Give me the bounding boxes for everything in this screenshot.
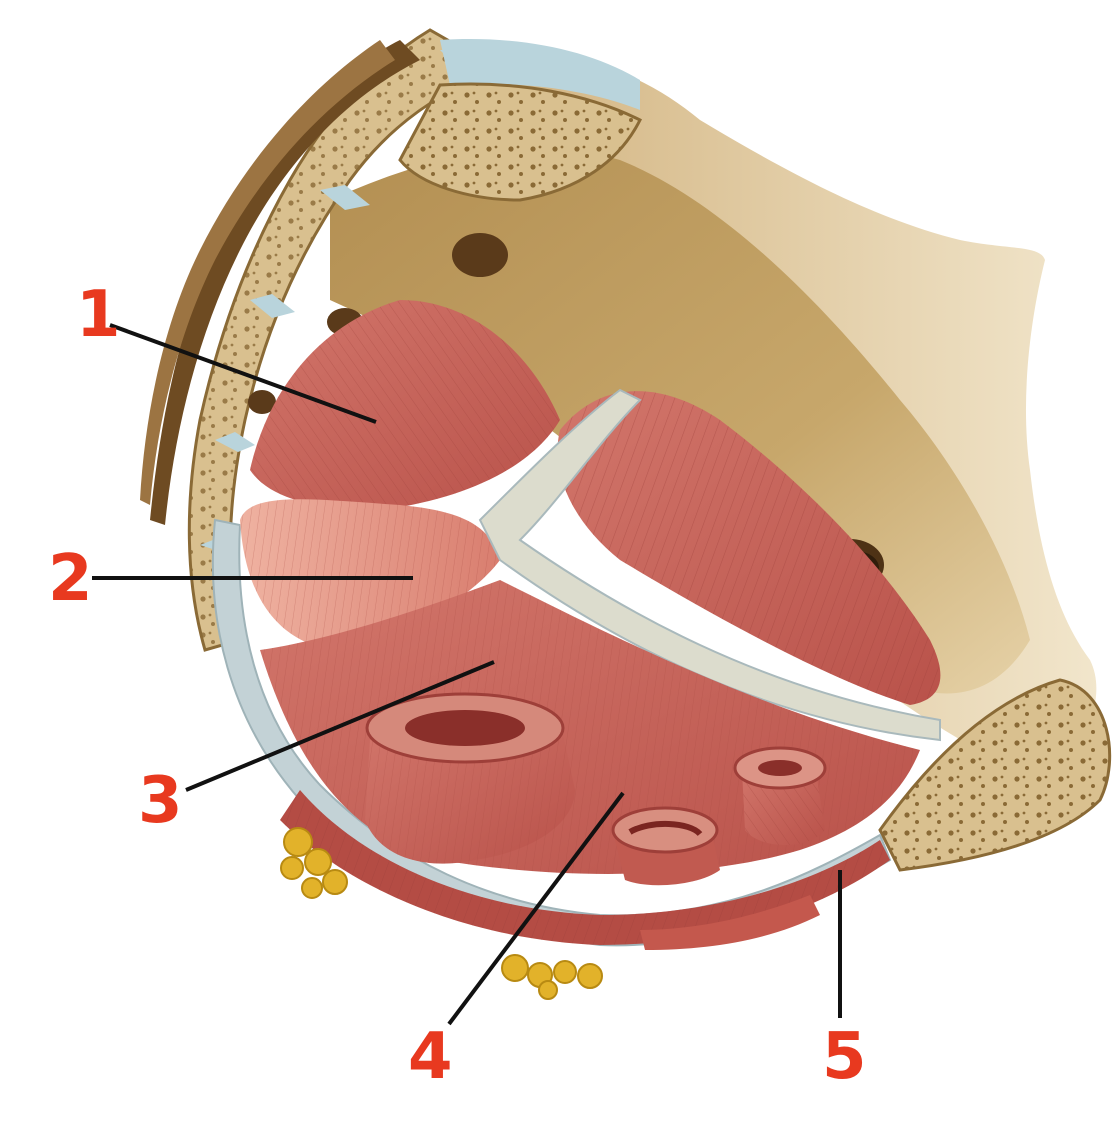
- foramen: [248, 390, 276, 414]
- vagina: [611, 806, 720, 886]
- foramen: [452, 233, 508, 277]
- leader-line-3: [185, 660, 495, 792]
- leader-line-1: [109, 323, 377, 424]
- callout-label-5: 5: [822, 1020, 867, 1094]
- sacrum-coccyx: [140, 28, 643, 652]
- perineal-membrane: [640, 895, 820, 950]
- callout-label-1: 1: [76, 278, 121, 352]
- leader-line-4: [447, 791, 625, 1026]
- pubic-bone: [878, 678, 1112, 872]
- urethra: [733, 746, 827, 845]
- rectum: [365, 692, 575, 864]
- fat-deposit: [280, 827, 603, 1000]
- callout-label-3: 3: [138, 764, 183, 838]
- callout-label-4: 4: [408, 1020, 453, 1094]
- callout-label-2: 2: [48, 542, 93, 616]
